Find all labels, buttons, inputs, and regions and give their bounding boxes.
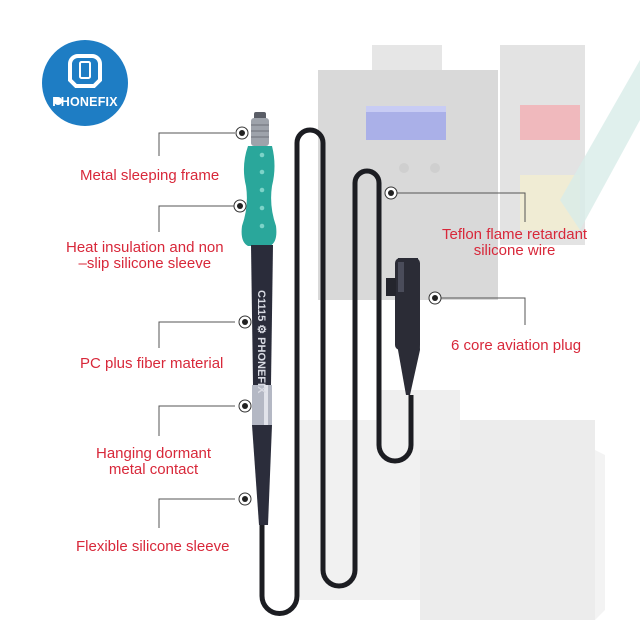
metal-sleeping-frame-icon — [251, 112, 269, 146]
logo-text: PHONEFIX — [52, 95, 118, 109]
phonefix-logo: PHONEFIX — [42, 40, 128, 126]
label-heat-insulation-sleeve: Heat insulation and non –slip silicone s… — [66, 239, 224, 272]
pc-fiber-body — [251, 245, 273, 385]
aviation-plug-icon — [386, 258, 420, 395]
flexible-sleeve — [252, 425, 272, 525]
teflon-cable — [259, 127, 414, 616]
label-pc-fiber-material: PC plus fiber material — [80, 355, 224, 372]
label-metal-sleeping-frame: Metal sleeping frame — [80, 167, 220, 184]
handle-print: C1115 ⚙ PHONEFIX — [255, 290, 267, 394]
wrench-phone-icon — [54, 54, 102, 105]
callout-markers — [233, 126, 442, 506]
label-teflon-wire: Teflon flame retardant silicone wire — [442, 226, 588, 259]
silicone-grip — [241, 146, 277, 246]
label-hanging-dormant-contact: Hanging dormant metal contact — [96, 445, 212, 478]
label-aviation-plug: 6 core aviation plug — [451, 337, 582, 354]
label-flexible-silicone-sleeve: Flexible silicone sleeve — [76, 538, 230, 555]
